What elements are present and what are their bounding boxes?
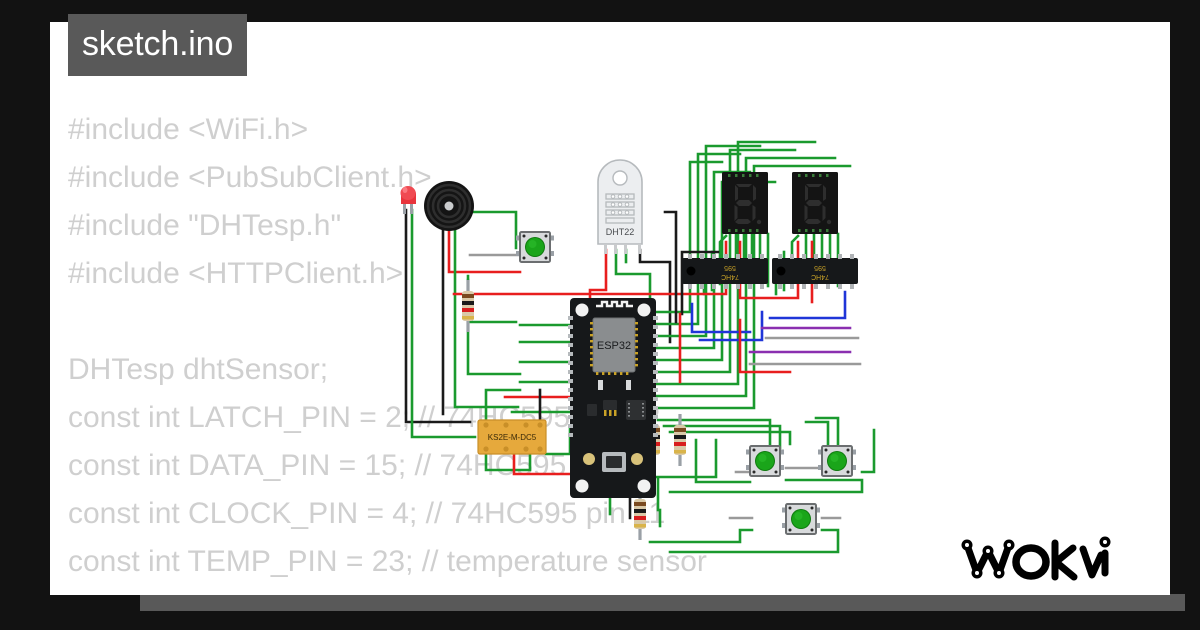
project-preview-card: #include <WiFi.h> #include <PubSubClient… <box>50 22 1170 595</box>
resistor-3 <box>674 414 686 466</box>
code-editor-text: #include <WiFi.h> #include <PubSubClient… <box>68 106 1158 595</box>
resistor-1 <box>462 280 474 332</box>
shift-register-2 <box>772 258 858 284</box>
relay-module[interactable]: KS2E-M-DC5 <box>477 419 547 455</box>
relay-label: KS2E-M-DC5 <box>488 433 537 442</box>
dht22-sensor[interactable]: DHT22 <box>597 159 643 254</box>
pushbutton-2 <box>745 445 785 477</box>
wokwi-logo <box>955 527 1145 587</box>
pushbutton-4 <box>781 503 821 535</box>
seven-segment-display-2 <box>792 172 838 234</box>
code-line: const int LATCH_PIN = 2; // 74HC595 pin … <box>68 401 661 434</box>
code-line: DHTesp dhtSensor; <box>68 353 329 386</box>
buzzer[interactable] <box>424 181 474 231</box>
esp32-devkit[interactable]: ESP32 <box>568 298 658 498</box>
code-line: #include <PubSubClient.h> <box>68 161 432 194</box>
led-red[interactable] <box>400 186 417 214</box>
code-line: const int TEMP_PIN = 23; // temperature … <box>68 545 707 578</box>
file-tab-sketch-ino[interactable]: sketch.ino <box>68 14 248 76</box>
code-line: const int CLOCK_PIN = 4; // 74HC595 pin … <box>68 497 666 530</box>
pushbutton-1 <box>515 231 555 263</box>
seven-segment-display-1 <box>722 172 768 234</box>
circuit-diagram: 595 74HC <box>400 140 876 554</box>
card-drop-shadow <box>140 594 1185 611</box>
code-line: #include <WiFi.h> <box>68 113 309 146</box>
shift-register-1 <box>682 258 768 284</box>
code-line: const int BUTTON_SET_PIN = 21; <box>68 586 1158 595</box>
code-line: #include "DHTesp.h" <box>68 209 342 242</box>
dht22-label: DHT22 <box>606 227 635 237</box>
esp32-label: ESP32 <box>597 340 631 352</box>
code-line: #include <HTTPClient.h> <box>68 257 404 290</box>
pushbutton-3 <box>817 445 857 477</box>
